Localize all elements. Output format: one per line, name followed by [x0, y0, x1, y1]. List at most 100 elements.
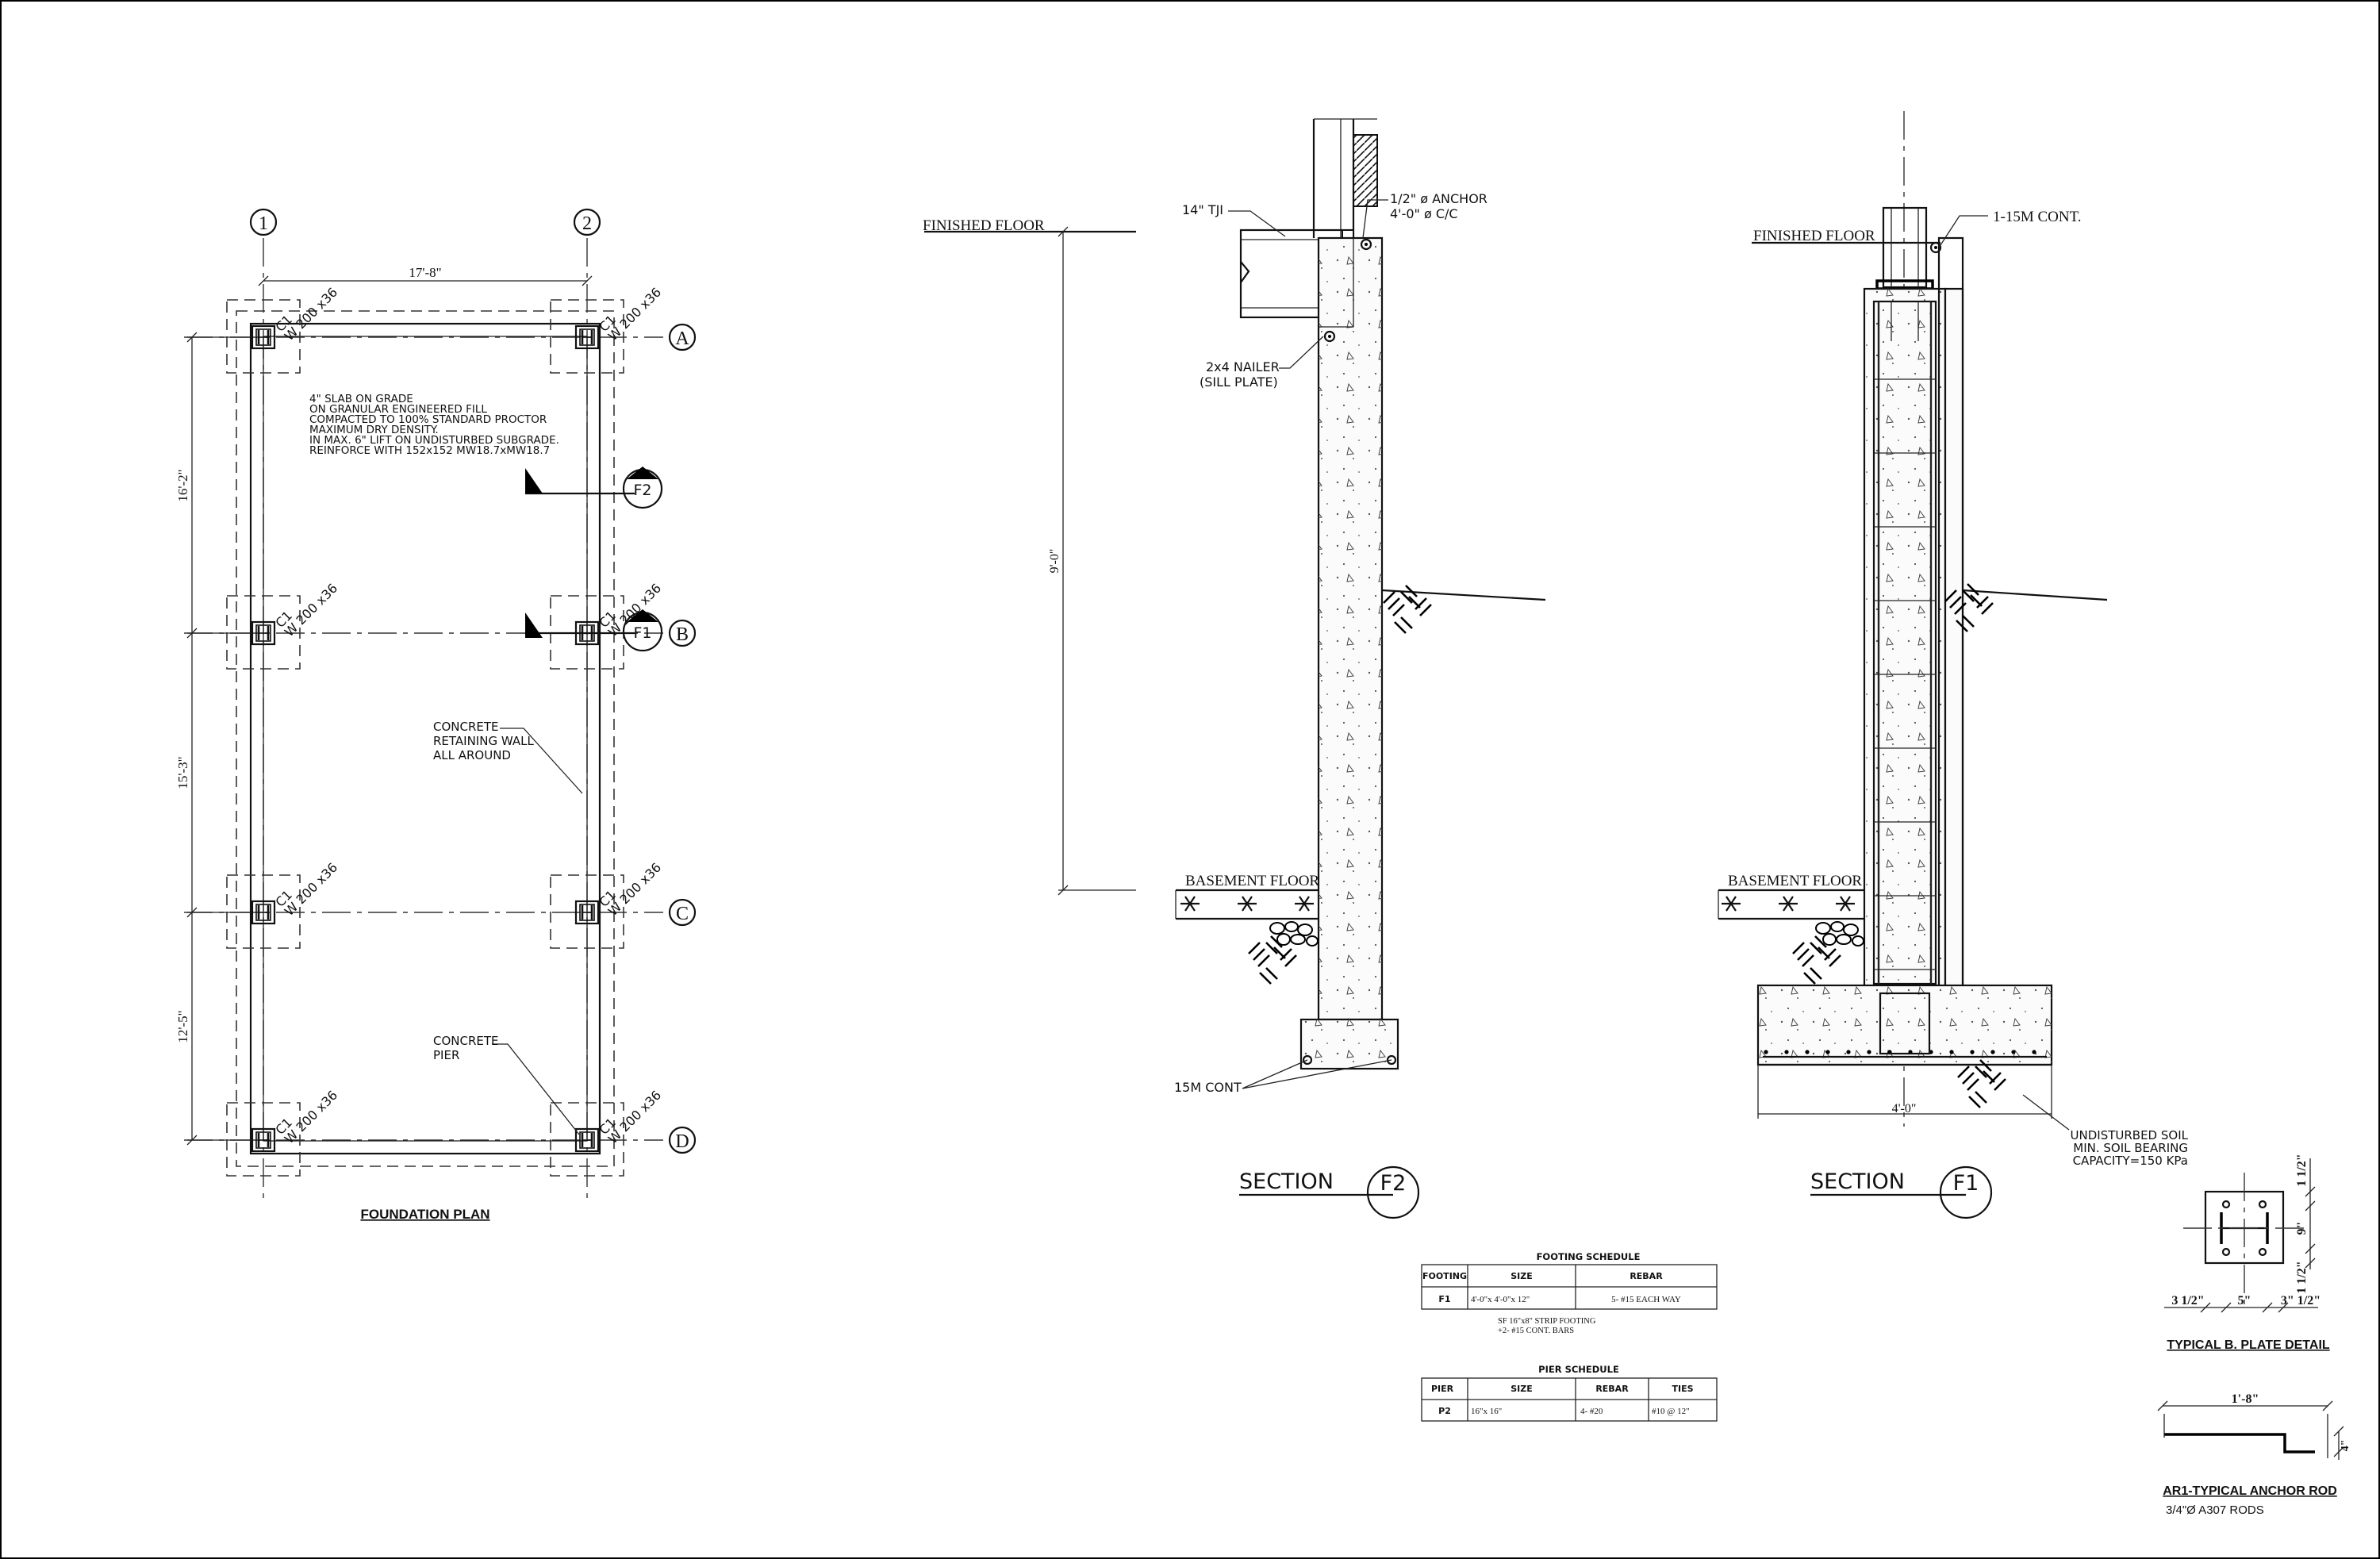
concrete-pier — [574, 324, 600, 350]
footing-cell: F1 — [1438, 1294, 1450, 1304]
footing-header-footing: FOOTING — [1422, 1271, 1467, 1281]
steel-column — [255, 624, 271, 642]
f2-bars-label: 15M CONT — [1174, 1080, 1242, 1095]
section-marker-f1: F1 — [633, 624, 651, 642]
pier-cell: 16"x 16" — [1471, 1407, 1502, 1416]
column-tag-size: W 200 x36 — [282, 581, 341, 640]
pier-note-line: PIER — [433, 1048, 459, 1062]
bp-dim-right: 1 1/2" — [2295, 1154, 2309, 1186]
pier-note-line: CONCRETE — [433, 1034, 499, 1048]
concrete-pier — [251, 324, 276, 350]
f1-finished-floor: FINISHED FLOOR — [1753, 228, 1875, 244]
column-tag-size: W 200 x36 — [605, 285, 665, 344]
steel-column — [579, 1131, 595, 1149]
steel-column — [255, 904, 271, 921]
f1-soil-line: UNDISTURBED SOIL — [2071, 1128, 2189, 1142]
slab-note-line: REINFORCE WITH 152x152 MW18.7xMW18.7 — [309, 444, 550, 457]
footing-rebar — [1825, 1050, 1830, 1054]
bp-dim-right: 1 1/2" — [2295, 1261, 2309, 1293]
footing-rebar — [1846, 1050, 1851, 1054]
steel-column — [255, 328, 271, 346]
slab-note-line: IN MAX. 6" LIFT ON UNDISTURBED SUBGRADE. — [309, 434, 559, 447]
f1-soil-line: MIN. SOIL BEARING — [2073, 1141, 2188, 1155]
footing-rebar — [1990, 1050, 1995, 1054]
f2-nailer-note: (SILL PLATE) — [1200, 374, 1278, 390]
slab-note-line: 4" SLAB ON GRADE — [309, 393, 413, 405]
grid-label-1: 1 — [259, 213, 268, 234]
footing-rebar — [1784, 1050, 1789, 1054]
grid-label-b: B — [676, 624, 689, 645]
f2-finished-floor: FINISHED FLOOR — [923, 217, 1045, 234]
wall-note-line: RETAINING WALL — [433, 734, 534, 748]
base-plate-title: TYPICAL B. PLATE DETAIL — [2167, 1338, 2330, 1352]
footing-header-rebar: REBAR — [1630, 1271, 1663, 1281]
concrete-pier — [574, 1127, 600, 1153]
f2-anchor-label: 1/2" ø ANCHOR — [1390, 191, 1488, 206]
grid-label-2: 2 — [582, 213, 592, 234]
dim-left-ab: 16'-2" — [175, 469, 190, 501]
slab-note-line: MAXIMUM DRY DENSITY. — [309, 424, 439, 436]
f2-tji-label: 14" TJI — [1182, 202, 1223, 217]
dim-left-bc: 15'-3" — [175, 756, 190, 789]
pier-header: SIZE — [1511, 1384, 1533, 1394]
column-tag-size: W 200 x36 — [282, 1088, 341, 1147]
footing-rebar — [2011, 1050, 2016, 1054]
pier-cell: P2 — [1438, 1406, 1451, 1416]
footing-rebar — [2032, 1050, 2036, 1054]
f1-section-word: SECTION — [1810, 1169, 1905, 1194]
column-tag-size: W 200 x36 — [282, 860, 341, 920]
pier-header: REBAR — [1595, 1384, 1629, 1394]
f2-anchor-spacing: 4'-0" ø C/C — [1390, 206, 1458, 221]
bp-dim-bottom: 5" — [2238, 1294, 2251, 1307]
pier-cell: 4- #20 — [1580, 1407, 1603, 1416]
footing-rebar — [1867, 1050, 1871, 1054]
footing-rebar — [1949, 1050, 1954, 1054]
anchor-rod-detail: 1'-8" 4" AR1-TYPICAL ANCHOR ROD 3/4"Ø A3… — [2157, 1392, 2351, 1517]
f1-basement-floor: BASEMENT FLOOR — [1728, 873, 1862, 889]
footing-schedule: FOOTING SCHEDULE FOOTING SIZE REBAR F1 4… — [1421, 1251, 1718, 1335]
footing-cell: 4'-0"x 4'-0"x 12" — [1471, 1295, 1530, 1304]
f2-section-tag: F2 — [1380, 1171, 1407, 1196]
slab-note: 4" SLAB ON GRADE ON GRANULAR ENGINEERED … — [309, 393, 559, 457]
bp-dim-right: 9" — [2295, 1222, 2309, 1235]
f2-nailer-label: 2x4 NAILER — [1206, 359, 1280, 374]
concrete-pier — [251, 900, 276, 925]
wall-note-line: ALL AROUND — [433, 748, 511, 762]
steel-column — [579, 328, 595, 346]
pier-schedule-title: PIER SCHEDULE — [1538, 1364, 1619, 1375]
dim-top: 17'-8" — [409, 265, 441, 280]
wall-note-line: CONCRETE — [433, 720, 499, 734]
dim-left-cd: 12'-5" — [175, 1010, 190, 1043]
footing-note-line: SF 16"x8" STRIP FOOTING — [1498, 1317, 1596, 1326]
foundation-plan-title: FOUNDATION PLAN — [360, 1207, 489, 1222]
f1-soil-line: CAPACITY=150 KPa — [2073, 1154, 2188, 1168]
f1-width-dim: 4'-0" — [1892, 1102, 1917, 1115]
concrete-pier — [251, 1127, 276, 1153]
f2-section-word: SECTION — [1239, 1169, 1334, 1194]
pier-header: PIER — [1431, 1384, 1454, 1394]
column-tag-size: W 200 x36 — [282, 285, 341, 344]
concrete-pier — [574, 900, 600, 925]
anchor-rod-title: AR1-TYPICAL ANCHOR ROD — [2163, 1484, 2337, 1498]
base-plate-detail: 1 1/2" 9" 1 1/2" 3 1/2" 5" 3" 1/2" TYPIC… — [2164, 1154, 2330, 1352]
slab-note-line: COMPACTED TO 100% STANDARD PROCTOR — [309, 413, 547, 426]
section-marker-f2: F2 — [633, 482, 651, 499]
footing-note-line: +2- #15 CONT. BARS — [1498, 1327, 1574, 1335]
foundation-plan: 1 2 A B C D 17'-8" 16'-2" 15'-3" 12'-5" … — [175, 208, 697, 1222]
pier-header: TIES — [1672, 1384, 1693, 1394]
footing-rebar — [1764, 1050, 1768, 1054]
section-f1: FINISHED FLOOR 4'-0" BASEM — [1718, 111, 2189, 1219]
pier-cell: #10 @ 12" — [1652, 1407, 1690, 1416]
pier-schedule: PIER SCHEDULE PIER SIZE REBAR TIES P2 16… — [1421, 1364, 1718, 1422]
f1-section-tag: F1 — [1953, 1171, 1979, 1196]
f2-height-dim: 9'-0" — [1048, 549, 1061, 574]
grid-label-a: A — [675, 328, 689, 349]
slab-note-line: ON GRANULAR ENGINEERED FILL — [309, 403, 487, 416]
bp-dim-bottom: 3 1/2" — [2171, 1294, 2204, 1307]
anchor-rod-length: 1'-8" — [2232, 1392, 2259, 1406]
footing-rebar — [1805, 1050, 1810, 1054]
f1-cont-label: 1-15M CONT. — [1993, 209, 2082, 225]
f2-basement-floor: BASEMENT FLOOR — [1185, 873, 1319, 889]
